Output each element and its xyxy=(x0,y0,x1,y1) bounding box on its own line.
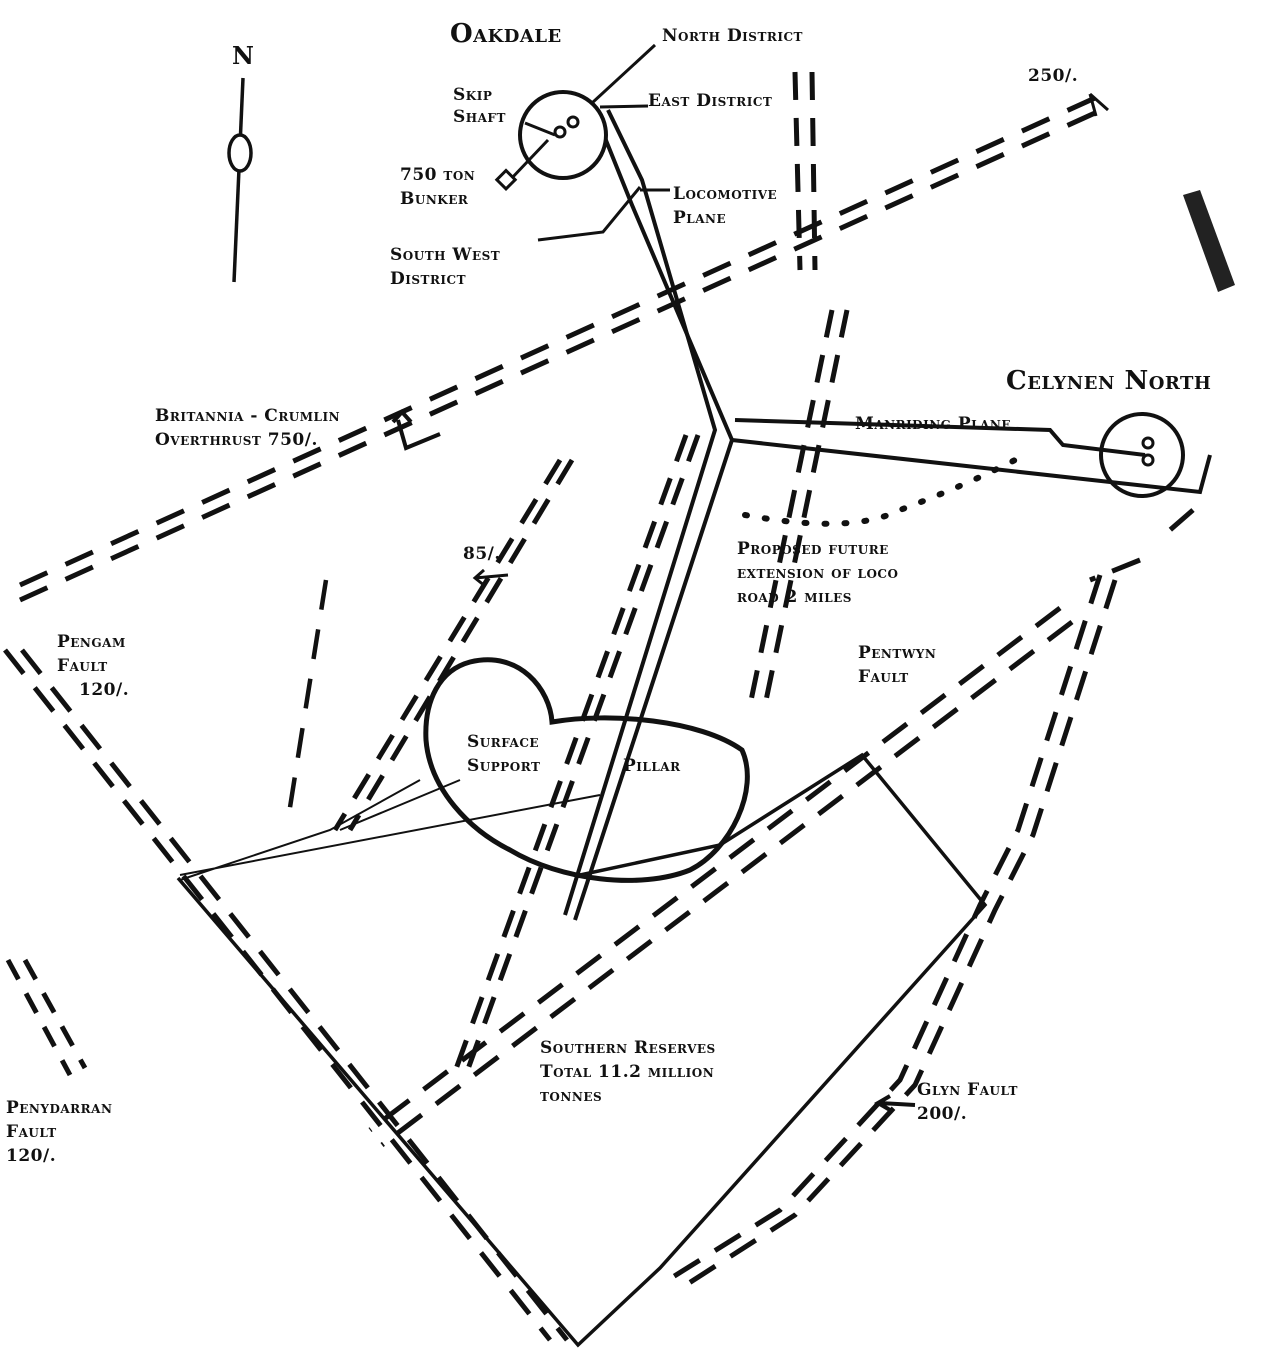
pengam-fault-label: Pengam Fault 120/. xyxy=(57,632,130,700)
celynen-north-shaft-icon xyxy=(1099,412,1185,498)
glyn-fault-line xyxy=(658,508,1195,1295)
label-leader-lines xyxy=(537,43,670,242)
southern-reserves-label: Southern Reserves Total 11.2 million ton… xyxy=(540,1038,716,1106)
oakdale-shaft-icon xyxy=(494,90,608,192)
celynen-north-label: Celynen North xyxy=(1006,366,1212,396)
britannia-crumlin-label: Britannia - Crumlin Overthrust 750/. xyxy=(155,406,341,450)
surface-support-pillar-outline xyxy=(423,657,750,883)
pentwyn-fault-label: Pentwyn Fault xyxy=(858,643,937,687)
surface-support-label: Surface Support xyxy=(467,732,541,776)
east-district-fault-line xyxy=(792,71,818,271)
single-fault-line xyxy=(285,579,329,821)
fault-85-line xyxy=(332,458,575,832)
west-loco-fault-line xyxy=(449,434,701,1081)
north-arrow-icon xyxy=(227,77,253,283)
skip-shaft-label: Skip Shaft xyxy=(453,85,506,127)
locomotive-plane-label: Locomotive Plane xyxy=(673,184,778,228)
central-fault-line xyxy=(745,309,850,716)
edge-smudge xyxy=(1183,190,1235,292)
glyn-fault-label: Glyn Fault 200/. xyxy=(917,1080,1018,1124)
throw-arrow-200-icon xyxy=(874,1094,916,1112)
south-west-district-label: South West District xyxy=(390,245,501,289)
bunker-label: 750 ton Bunker xyxy=(400,165,476,209)
throw-250-label: 250/. xyxy=(1028,66,1079,86)
north-district-label: North District xyxy=(662,26,803,46)
throw-arrow-250-icon xyxy=(1088,92,1109,117)
proposed-extension-label: Proposed future extension of loco road 2… xyxy=(737,539,899,607)
oakdale-label: Oakdale xyxy=(450,19,562,49)
manriding-plane-label: Manriding Plane xyxy=(855,414,1011,434)
manriding-plane-road xyxy=(731,418,1212,495)
throw-arrow-750-icon xyxy=(391,409,441,451)
north-label: N xyxy=(232,41,255,70)
east-district-label: East District xyxy=(648,91,773,111)
throw-arrow-85-icon xyxy=(472,568,509,588)
pillar-label: Pillar xyxy=(623,756,681,776)
proposed-extension-route xyxy=(742,457,1018,527)
penydarran-fault-label: Penydarran Fault 120/. xyxy=(6,1098,113,1166)
throw-85-label: 85/. xyxy=(463,544,501,564)
locomotive-plane-road xyxy=(563,109,735,921)
pentwyn-fault-line xyxy=(368,606,1074,1147)
penydarran-fault-line xyxy=(5,958,88,1077)
